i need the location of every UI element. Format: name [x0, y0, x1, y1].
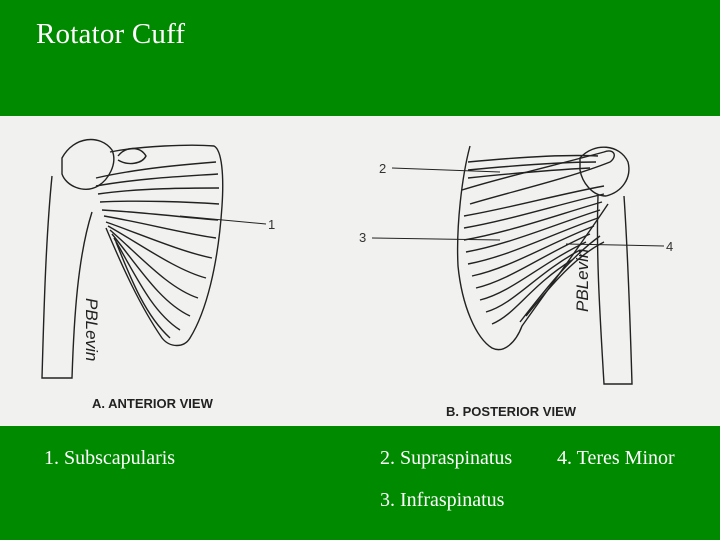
anterior-view-label: A. ANTERIOR VIEW: [92, 396, 214, 411]
anterior-signature: PBLevin: [82, 298, 101, 361]
posterior-view-label: B. POSTERIOR VIEW: [446, 404, 577, 419]
caption-teres-minor: 4. Teres Minor: [557, 447, 675, 470]
anatomy-drawing: PBLevin: [0, 116, 720, 426]
callout-3: 3: [359, 230, 366, 245]
rotator-cuff-illustration: PBLevin: [0, 116, 720, 426]
caption-subscapularis: 1. Subscapularis: [44, 447, 175, 470]
callout-4: 4: [666, 239, 673, 254]
callout-1: 1: [268, 217, 275, 232]
posterior-humerus: [597, 196, 632, 384]
posterior-signature: PBLevin: [573, 249, 592, 312]
anterior-coracoid: [118, 149, 146, 164]
caption-infraspinatus: 3. Infraspinatus: [380, 489, 504, 512]
slide-title: Rotator Cuff: [36, 18, 185, 51]
anterior-humeral-head: [62, 140, 114, 190]
callout-2: 2: [379, 161, 386, 176]
posterior-scapular-spine: [462, 151, 614, 204]
caption-supraspinatus: 2. Supraspinatus: [380, 447, 512, 470]
